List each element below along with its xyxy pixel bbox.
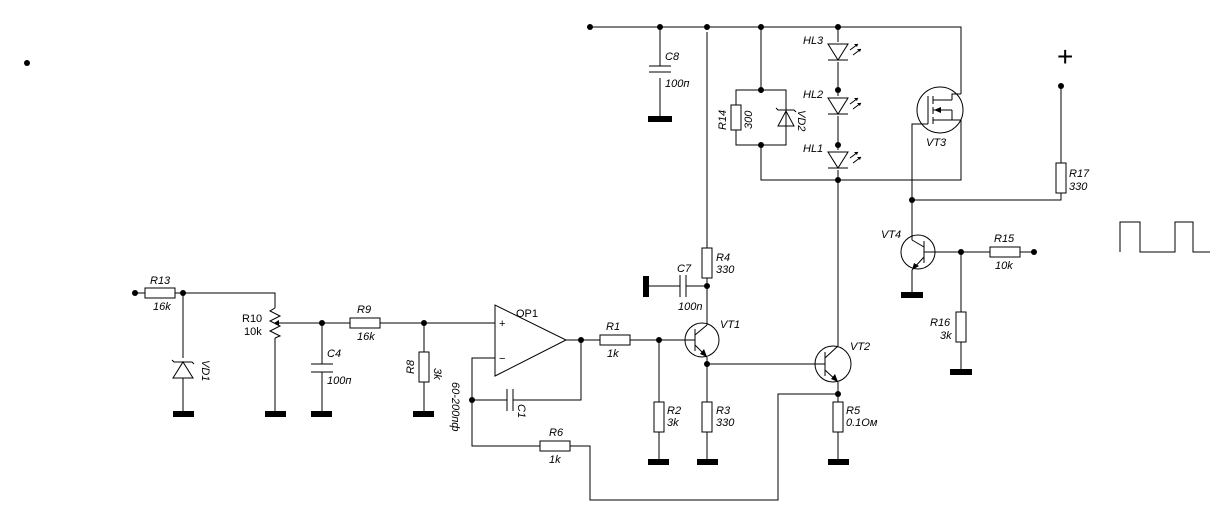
resistor-r8: R8 3k bbox=[405, 351, 443, 383]
stray-dot bbox=[24, 60, 30, 66]
ground-r5 bbox=[828, 459, 849, 465]
r5-value: 0.1Ом bbox=[846, 417, 878, 429]
wires-supply bbox=[590, 26, 962, 117]
mosfet-vt3: VT3 bbox=[911, 86, 964, 200]
capacitor-c7: C7 100n bbox=[643, 263, 702, 313]
resistor-r17: R17 330 bbox=[1055, 162, 1090, 194]
zener-vd1: VD1 bbox=[171, 359, 211, 381]
square-wave-icon bbox=[1119, 221, 1210, 253]
vt4-ref: VT4 bbox=[881, 229, 901, 241]
r17-value: 330 bbox=[1069, 181, 1088, 193]
r13-value: 16k bbox=[153, 301, 171, 313]
r6-ref: R6 bbox=[549, 427, 564, 439]
hl3-ref: HL3 bbox=[803, 35, 824, 47]
r8-value: 3k bbox=[431, 368, 443, 380]
r10-value: 10k bbox=[244, 326, 262, 338]
ground-r2 bbox=[648, 459, 669, 465]
potentiometer-r10: R10 10k bbox=[242, 307, 286, 339]
r16-value: 3k bbox=[940, 330, 952, 342]
r14-ref: R14 bbox=[717, 110, 729, 130]
r2-value: 3k bbox=[667, 417, 679, 429]
c7-ref: C7 bbox=[677, 263, 692, 275]
vd2-ref: VD2 bbox=[795, 110, 807, 131]
supply-plus-sign: + bbox=[1057, 41, 1073, 72]
r16-ref: R16 bbox=[930, 317, 951, 329]
resistor-r16: R16 3k bbox=[930, 311, 967, 343]
hl1-ref: HL1 bbox=[803, 143, 823, 155]
transistor-vt2: VT2 bbox=[814, 341, 870, 383]
ground-r16 bbox=[950, 369, 972, 375]
wires-input bbox=[135, 292, 495, 412]
r6-value: 1k bbox=[549, 454, 561, 466]
resistor-r3: R3 330 bbox=[701, 401, 735, 433]
ground-c8 bbox=[648, 116, 672, 122]
led-hl1: HL1 bbox=[803, 143, 862, 169]
led-hl3: HL3 bbox=[803, 35, 862, 61]
led-hl2: HL2 bbox=[803, 89, 862, 115]
r3-value: 330 bbox=[716, 417, 735, 429]
wires-vt1 bbox=[630, 32, 825, 460]
op1-plus: + bbox=[499, 318, 505, 330]
c8-ref: C8 bbox=[665, 51, 680, 63]
op1-minus: − bbox=[499, 353, 505, 365]
resistor-r5: R5 0.1Ом bbox=[832, 401, 878, 433]
resistor-r15: R15 10k bbox=[989, 233, 1021, 272]
r14-value: 300 bbox=[743, 110, 755, 129]
resistor-r9: R9 16k bbox=[349, 304, 381, 343]
resistor-r6: R6 1k bbox=[539, 427, 571, 466]
r13-ref: R13 bbox=[150, 275, 171, 287]
r4-value: 330 bbox=[716, 264, 735, 276]
ground-r8 bbox=[413, 411, 434, 417]
vt1-ref: VT1 bbox=[720, 319, 740, 331]
capacitor-c1: C1 60-200пф bbox=[449, 382, 527, 432]
r9-value: 16k bbox=[357, 331, 375, 343]
capacitor-c8: C8 100п bbox=[649, 51, 689, 90]
resistor-r13: R13 16k bbox=[144, 275, 176, 313]
transistor-vt1: VT1 bbox=[684, 319, 740, 358]
c7-value: 100n bbox=[678, 301, 702, 313]
r9-ref: R9 bbox=[357, 304, 371, 316]
r5-ref: R5 bbox=[846, 405, 861, 417]
r15-ref: R15 bbox=[994, 233, 1015, 245]
wires-r14-vd2 bbox=[735, 89, 962, 181]
opamp-op1: + − OP1 bbox=[494, 304, 568, 377]
c1-value: 60-200пф bbox=[449, 382, 461, 432]
transistor-vt4: VT4 bbox=[881, 229, 936, 271]
r15-value: 10k bbox=[995, 260, 1013, 272]
c8-value: 100п bbox=[665, 78, 689, 90]
resistor-r2: R2 3k bbox=[653, 401, 681, 433]
vt2-ref: VT2 bbox=[850, 341, 870, 353]
capacitor-c4: C4 100п bbox=[311, 348, 351, 387]
resistor-r1: R1 1k bbox=[599, 321, 631, 360]
c1-ref: C1 bbox=[515, 404, 527, 418]
ground-vt4 bbox=[901, 292, 923, 298]
zener-vd2: VD2 bbox=[775, 105, 807, 131]
r1-value: 1k bbox=[607, 348, 619, 360]
r1-ref: R1 bbox=[606, 321, 620, 333]
ground-vd1 bbox=[173, 411, 194, 417]
ground-c4 bbox=[311, 411, 332, 417]
r8-ref: R8 bbox=[405, 359, 417, 374]
r2-ref: R2 bbox=[667, 405, 681, 417]
hl2-ref: HL2 bbox=[803, 89, 823, 101]
c4-value: 100п bbox=[327, 375, 351, 387]
op1-ref: OP1 bbox=[516, 308, 538, 320]
r4-ref: R4 bbox=[716, 252, 730, 264]
r17-ref: R17 bbox=[1069, 168, 1090, 180]
resistor-r14: R14 300 bbox=[717, 104, 755, 131]
r10-ref: R10 bbox=[242, 313, 262, 325]
r3-ref: R3 bbox=[716, 405, 731, 417]
c4-ref: C4 bbox=[327, 348, 341, 360]
ground-r3 bbox=[697, 459, 718, 465]
vd1-ref: VD1 bbox=[199, 360, 211, 381]
ground-r10 bbox=[265, 411, 286, 417]
vt3-ref: VT3 bbox=[926, 137, 947, 149]
resistor-r4: R4 330 bbox=[701, 247, 735, 279]
